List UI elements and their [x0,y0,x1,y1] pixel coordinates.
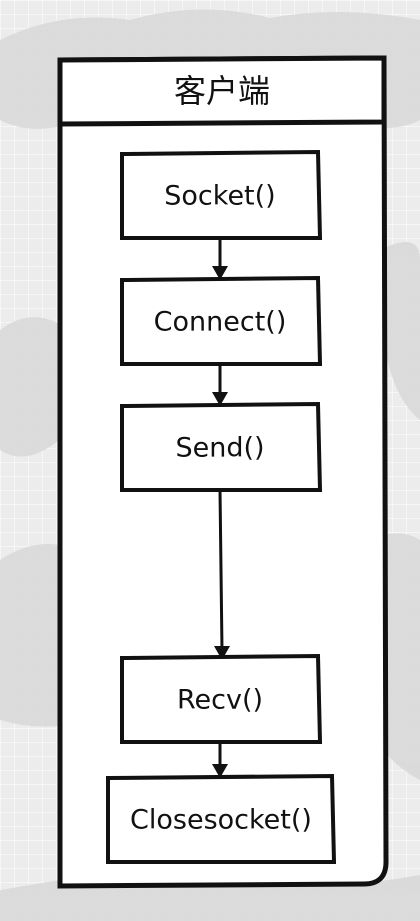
node-closesocket[interactable]: Closesocket() [106,773,337,864]
client-pool-header [57,55,387,127]
node-closesocket-label: Closesocket() [130,805,312,836]
node-connect[interactable]: Connect() [120,275,323,366]
node-recv[interactable]: Recv() [120,653,323,744]
client-pool-title: 客户端 [174,72,270,110]
node-socket[interactable]: Socket() [120,149,323,240]
node-send[interactable]: Send() [120,401,323,492]
node-socket-label: Socket() [164,181,275,212]
edge-send-recv [214,489,230,660]
edge-socket-connect [212,238,228,280]
node-connect-label: Connect() [154,307,287,338]
edge-connect-send [212,364,228,406]
edge-recv-closesocket [212,742,228,778]
node-send-label: Send() [175,433,264,464]
node-recv-label: Recv() [177,685,263,716]
